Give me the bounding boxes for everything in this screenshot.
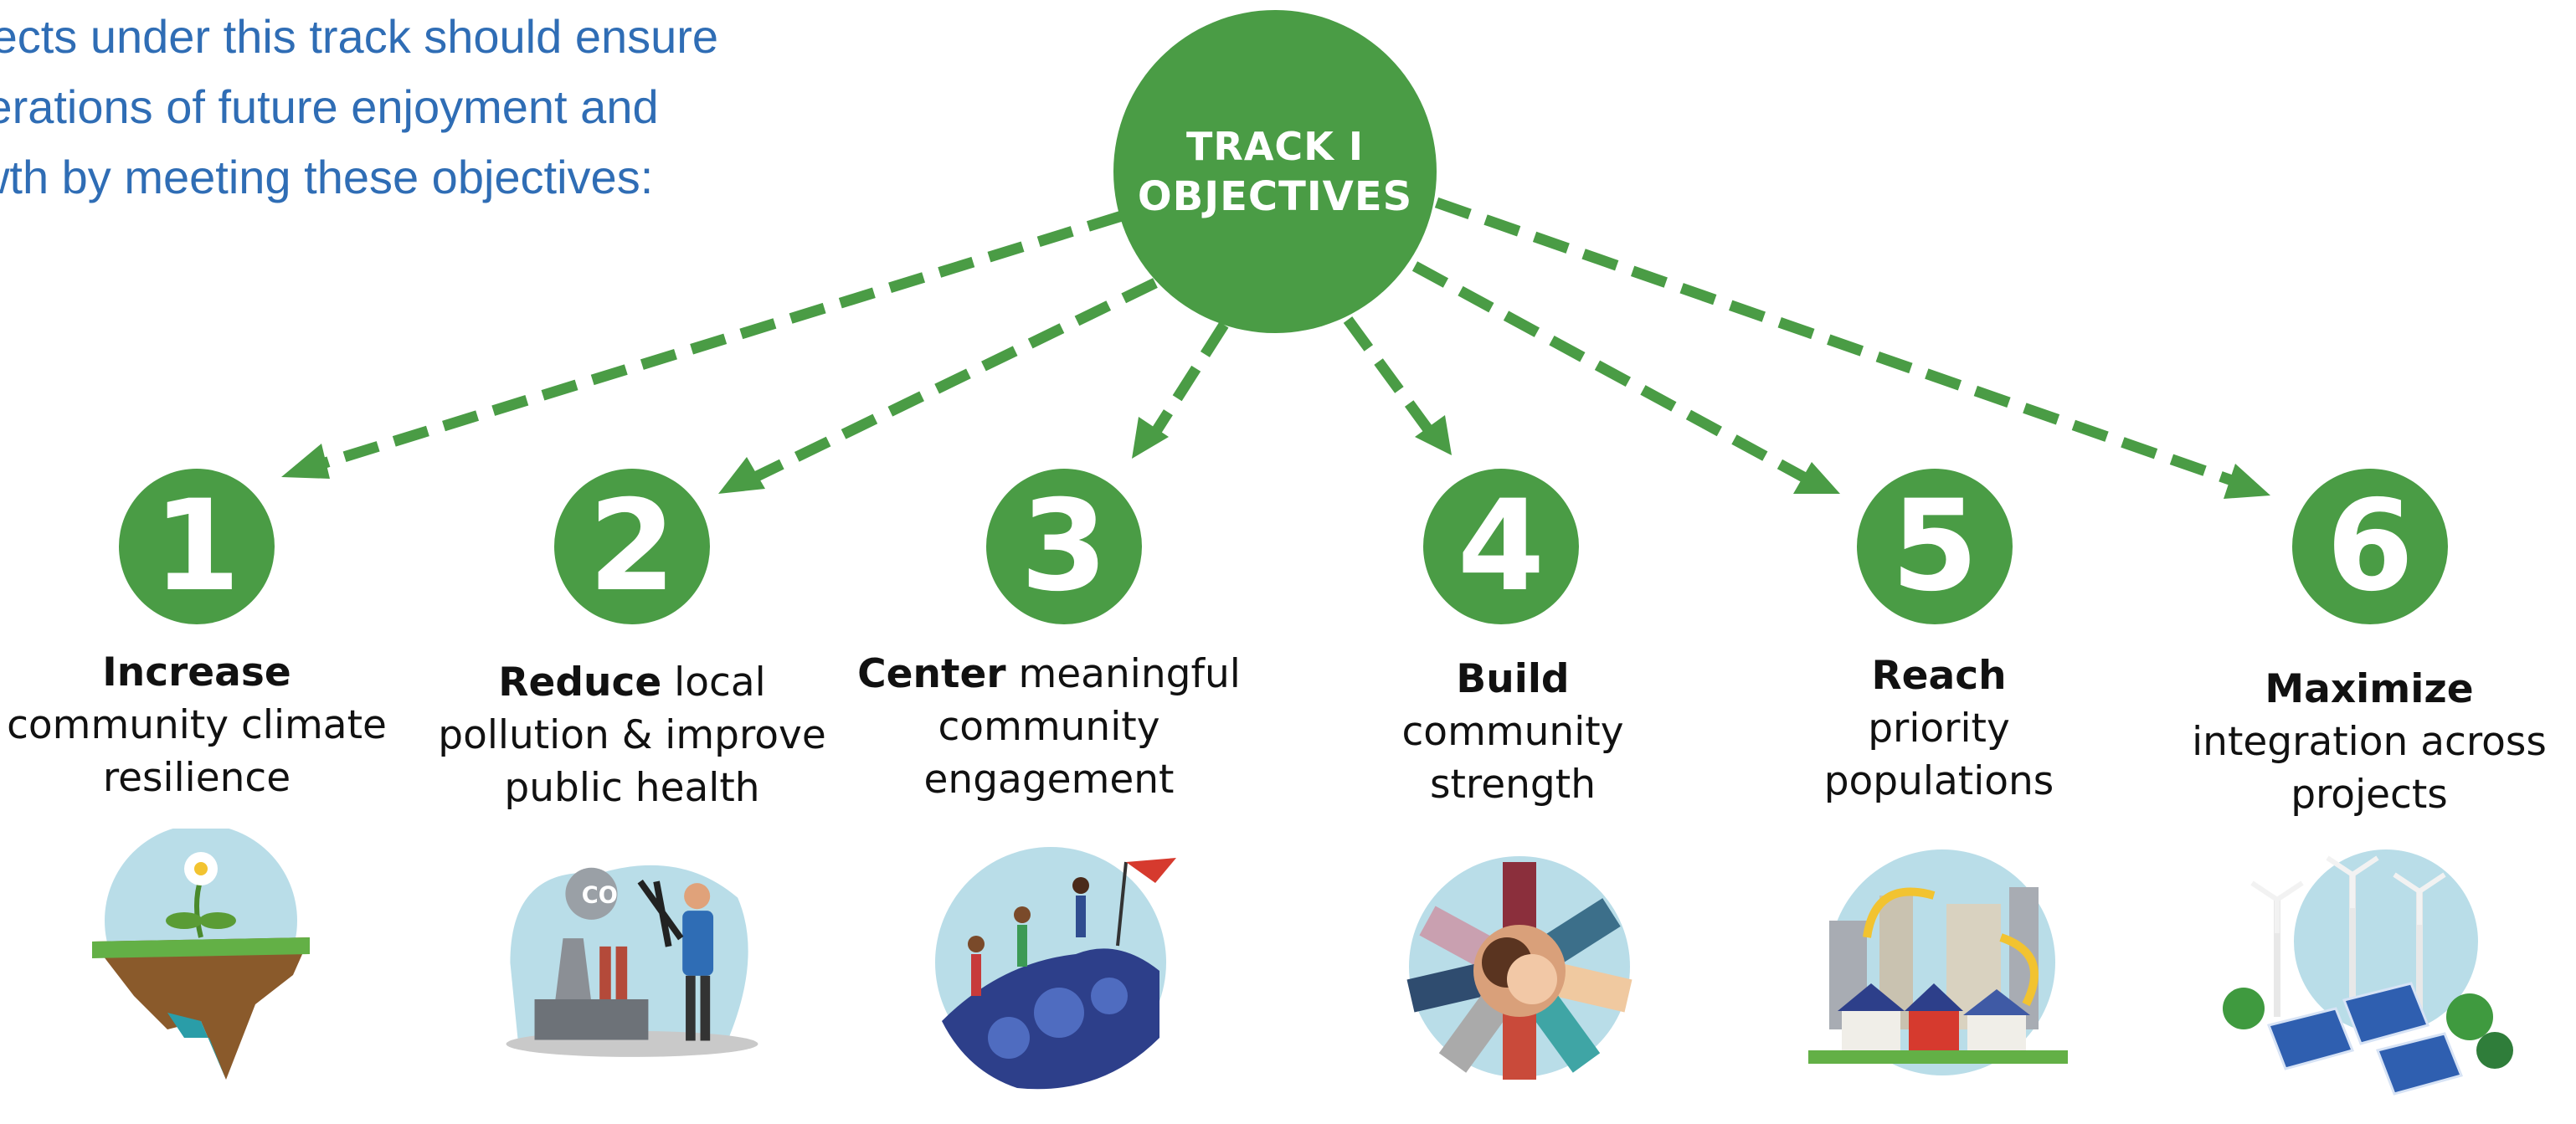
arrow-to-4 bbox=[1343, 316, 1435, 435]
wind-turbines-solar-panels-icon bbox=[2223, 849, 2513, 1096]
arrow-to-2 bbox=[749, 278, 1158, 484]
objective-text-1: community climate resilience bbox=[7, 702, 387, 801]
objective-verb-3: Center bbox=[857, 651, 1006, 697]
intro-text: Projects under this track should ensure … bbox=[0, 2, 913, 213]
arrow-to-6 bbox=[1434, 197, 2234, 486]
objective-text-3: meaningful community engagement bbox=[923, 651, 1241, 803]
arrow-to-5 bbox=[1411, 261, 1810, 484]
objective-verb-5: Reach bbox=[1871, 653, 2007, 699]
arrowhead-3 bbox=[1132, 417, 1169, 459]
floating-island-flower-icon bbox=[92, 829, 310, 1080]
hub-title-line2: OBJECTIVES bbox=[1137, 173, 1413, 220]
stacked-hands-icon bbox=[1406, 856, 1632, 1080]
arrow-to-1 bbox=[310, 210, 1123, 473]
intro-line: growth by meeting these objectives: bbox=[0, 151, 654, 203]
objective-number-2: 2 bbox=[554, 469, 710, 624]
climbers-with-flag-icon bbox=[935, 847, 1176, 1090]
objective-text-5: priority populations bbox=[1823, 706, 2054, 804]
objective-caption-6: Maximize integration across projects bbox=[2160, 663, 2576, 821]
objective-verb-4: Build bbox=[1456, 656, 1570, 702]
objective-number-4: 4 bbox=[1423, 469, 1579, 624]
objective-number-6: 6 bbox=[2292, 469, 2448, 624]
objective-caption-1: Increase community climate resilience bbox=[0, 646, 406, 804]
arrowhead-5 bbox=[1793, 462, 1840, 494]
hub-title-line1: TRACK I bbox=[1186, 124, 1364, 169]
arrowhead-2 bbox=[718, 457, 765, 494]
arrow-to-3 bbox=[1149, 321, 1229, 439]
objective-caption-3: Center meaningful community engagement bbox=[852, 648, 1246, 806]
objective-number-5: 5 bbox=[1857, 469, 2013, 624]
track-objectives-hub: TRACK I OBJECTIVES bbox=[1113, 10, 1437, 333]
houses-and-factory-icon bbox=[1808, 849, 2068, 1075]
cutting-pollution-icon: CO bbox=[506, 865, 758, 1057]
objective-text-4: community strength bbox=[1401, 709, 1624, 808]
arrowhead-6 bbox=[2224, 464, 2270, 499]
arrowhead-1 bbox=[281, 444, 330, 479]
objective-verb-2: Reduce bbox=[498, 660, 662, 706]
svg-text:CO: CO bbox=[582, 882, 618, 908]
arrowhead-4 bbox=[1415, 415, 1452, 455]
intro-line: Projects under this track should ensure bbox=[0, 10, 719, 63]
objective-text-2: local pollution & improve public health bbox=[438, 660, 826, 811]
objective-caption-5: Reach priority populations bbox=[1730, 649, 2148, 808]
objective-caption-2: Reduce local pollution & improve public … bbox=[423, 656, 841, 814]
objective-verb-6: Maximize bbox=[2265, 666, 2474, 712]
objective-text-6: integration across projects bbox=[2192, 719, 2547, 818]
objective-verb-1: Increase bbox=[102, 649, 291, 695]
intro-line: generations of future enjoyment and bbox=[0, 80, 659, 133]
objective-caption-4: Build community strength bbox=[1303, 653, 1722, 811]
objective-number-1: 1 bbox=[119, 469, 275, 624]
objective-number-3: 3 bbox=[986, 469, 1142, 624]
